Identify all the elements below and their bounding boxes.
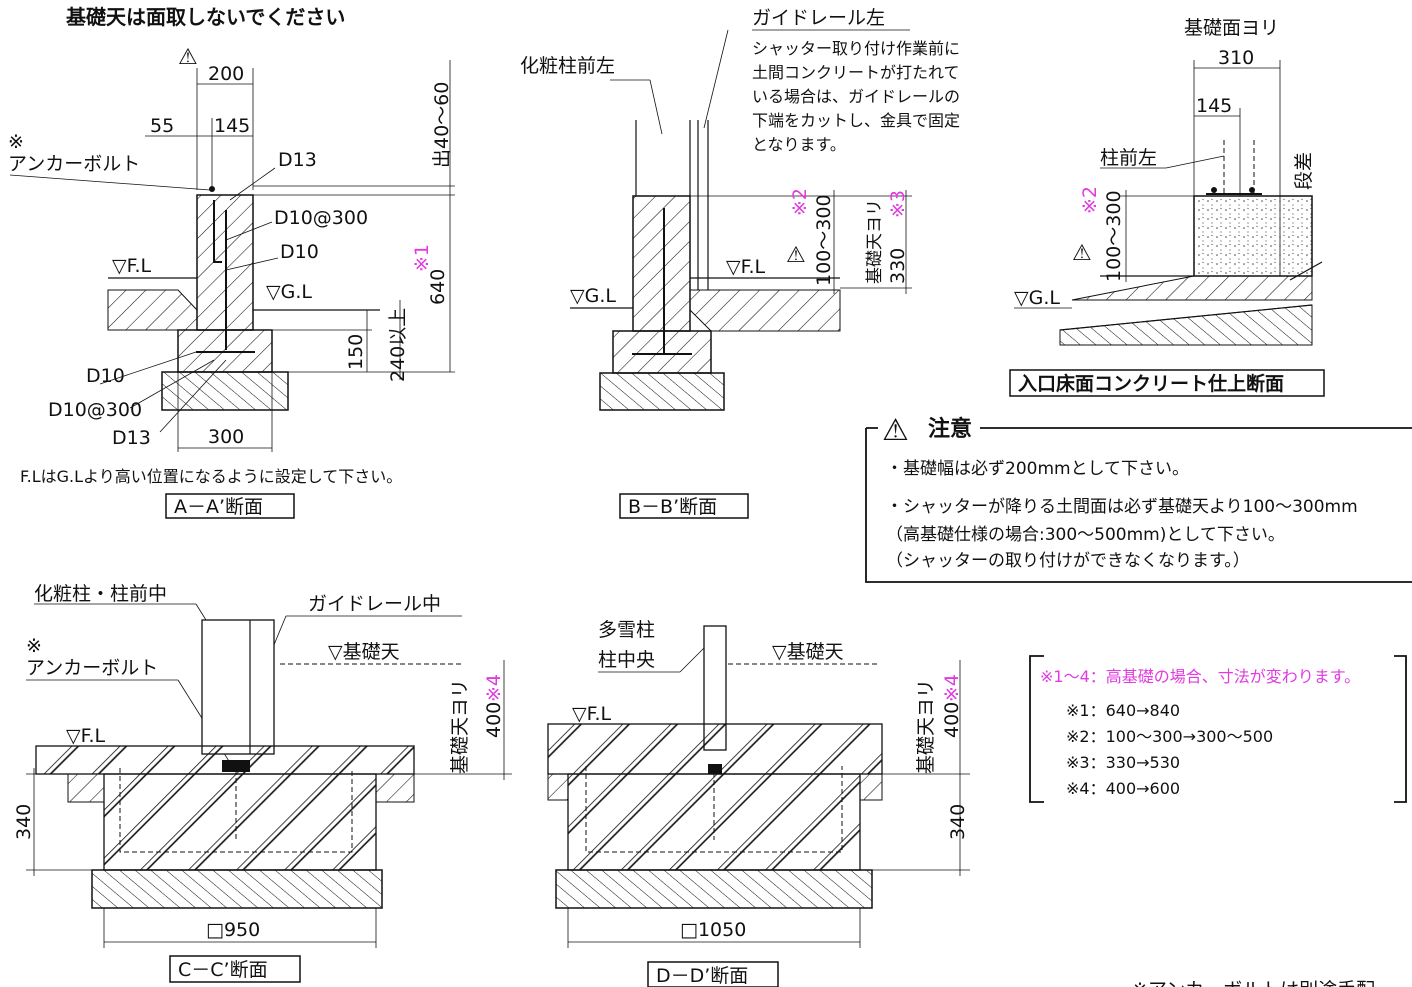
caution-item-4: （シャッターの取り付けができなくなります。） [886,551,1250,571]
anchor-label-a: アンカーボルト [8,153,140,175]
section-d: 多雪柱 柱中央 ▽基礎天 ▽F.L 基礎天ヨリ 400 ※4 340 □1050… [547,619,970,987]
hf-item-3: ※3：330→530 [1066,753,1180,772]
d13-bottom: D13 [112,427,151,449]
from-top-b: 基礎天ヨリ [865,199,885,284]
guide-note-4: 下端をカットし、金具で固定 [752,111,960,130]
note4-c: ※4 [483,674,505,702]
hf-item-4: ※4：400→600 [1066,779,1180,798]
d13-top: D13 [278,149,317,171]
warn-b: ⚠ [786,243,806,268]
fl-b: ▽F.L [726,256,766,278]
section-d-title: D－D’断面 [656,965,748,987]
section-c: 化粧柱・柱前中 ガイドレール中 ※ アンカーボルト ▽基礎天 ▽F.L 基礎天ヨ… [13,583,512,983]
note2-e: ※2 [1079,186,1101,214]
d10-top: D10 [280,241,319,263]
top-label-c: ▽基礎天 [328,641,400,663]
anchor-mark-c: ※ [26,635,42,657]
caution-box: ⚠ 注意 ・基礎幅は必ず200mmとして下さい。 ・シャッターが降りる土間面は必… [865,413,1412,583]
dim-300: 300 [208,426,244,448]
gl-e: ▽G.L [1014,287,1060,309]
post-label-b: 化粧柱前左 [520,55,615,77]
section-entry: 基礎面ヨリ 310 145 柱前左 段差 ▽G.L ※2 100～300 ⚠ [1009,17,1325,397]
post-label-c: 化粧柱・柱前中 [34,583,167,605]
caution-icon: ⚠ [882,413,909,448]
post-label-e: 柱前左 [1100,147,1157,169]
d10-300-bottom: D10@300 [48,399,142,421]
guide-note-2: 土間コンクリートが打たれて [752,63,960,82]
note3: ※3 [887,190,909,218]
guide-note-5: となります。 [752,135,846,154]
anchor-mark-a: ※ [8,131,24,153]
dim-330: 330 [887,248,909,284]
guide-note-3: いる場合は、ガイドレールの [752,87,960,106]
hf-item-2: ※2：100～300→300～500 [1066,727,1273,746]
dim-55: 55 [150,115,174,137]
guide-note-1: シャッター取り付け作業前に [752,39,960,58]
footnote-a: F.LはG.Lより高い位置になるように設定して下さい。 [20,467,402,486]
dim-340-c: 340 [13,804,35,840]
dim-1050: □1050 [680,919,746,941]
hf-item-1: ※1：640→840 [1066,701,1180,720]
dim-950: □950 [206,919,260,941]
note2-b: ※2 [789,188,811,216]
hf-header: ※1～4：高基礎の場合、寸法が変わります。 [1040,667,1360,686]
dim-340-d: 340 [947,804,969,840]
dim-40-60: 出40～60 [431,82,453,168]
dim-150: 150 [345,334,367,370]
warn-icon: ⚠ [178,45,198,70]
dim-200: 200 [208,63,244,85]
dim-100-300-b: 100～300 [813,194,835,286]
section-b: 化粧柱前左 ガイドレール左 シャッター取り付け作業前に 土間コンクリートが打たれ… [520,7,960,519]
dim-100-300-e: 100～300 [1103,190,1125,282]
d10-bottom: D10 [86,365,125,387]
dim-145-e: 145 [1196,95,1232,117]
high-foundation-note: ※1～4：高基礎の場合、寸法が変わります。 ※1：640→840 ※2：100～… [1029,655,1407,803]
note4-d: ※4 [941,674,963,702]
dim-400-c: 400 [483,702,505,738]
bottom-note: ※アンカーボルトは別途手配 [1132,979,1375,987]
caution-item-3: （高基礎仕様の場合:300～500mm)として下さい。 [886,525,1285,545]
from-top-c: 基礎天ヨリ [449,679,471,774]
from-face: 基礎面ヨリ [1184,17,1279,39]
entry-title: 入口床面コンクリート仕上断面 [1018,372,1284,395]
caution-item-1: ・基礎幅は必ず200mmとして下さい。 [886,459,1189,479]
fl-c: ▽F.L [66,725,106,747]
step-label: 段差 [1293,152,1315,190]
section-b-title: B－B’断面 [628,496,717,518]
dim-310: 310 [1218,47,1254,69]
post-label-d2: 柱中央 [598,649,655,671]
guide-label-c: ガイドレール中 [308,593,441,615]
fl-d: ▽F.L [572,703,612,725]
caution-title: 注意 [928,416,972,442]
dim-640: 640 [427,269,449,305]
d10-300-top: D10@300 [274,207,368,229]
section-c-title: C－C’断面 [178,959,268,981]
post-label-d1: 多雪柱 [598,619,655,641]
top-note: 基礎天は面取しないでください [66,5,345,29]
top-label-d: ▽基礎天 [772,641,844,663]
fl-a: ▽F.L [112,255,152,277]
dim-240: 240以上 [387,308,409,382]
gl-b: ▽G.L [570,285,616,307]
note1: ※1 [411,244,433,272]
from-top-d: 基礎天ヨリ [915,679,937,774]
warn-e: ⚠ [1072,241,1092,266]
section-a-title: A－A’断面 [174,496,263,518]
section-a: ⚠ 200 55 145 ※ アンカーボルト ▽F.L ▽G.L D13 D10… [8,45,455,519]
dim-145: 145 [214,115,250,137]
gl-a: ▽G.L [266,281,312,303]
guide-label-b: ガイドレール左 [752,7,885,29]
caution-item-2: ・シャッターが降りる土間面は必ず基礎天より100～300mm [886,497,1358,517]
anchor-label-c: アンカーボルト [26,657,158,679]
dim-400-d: 400 [941,702,963,738]
